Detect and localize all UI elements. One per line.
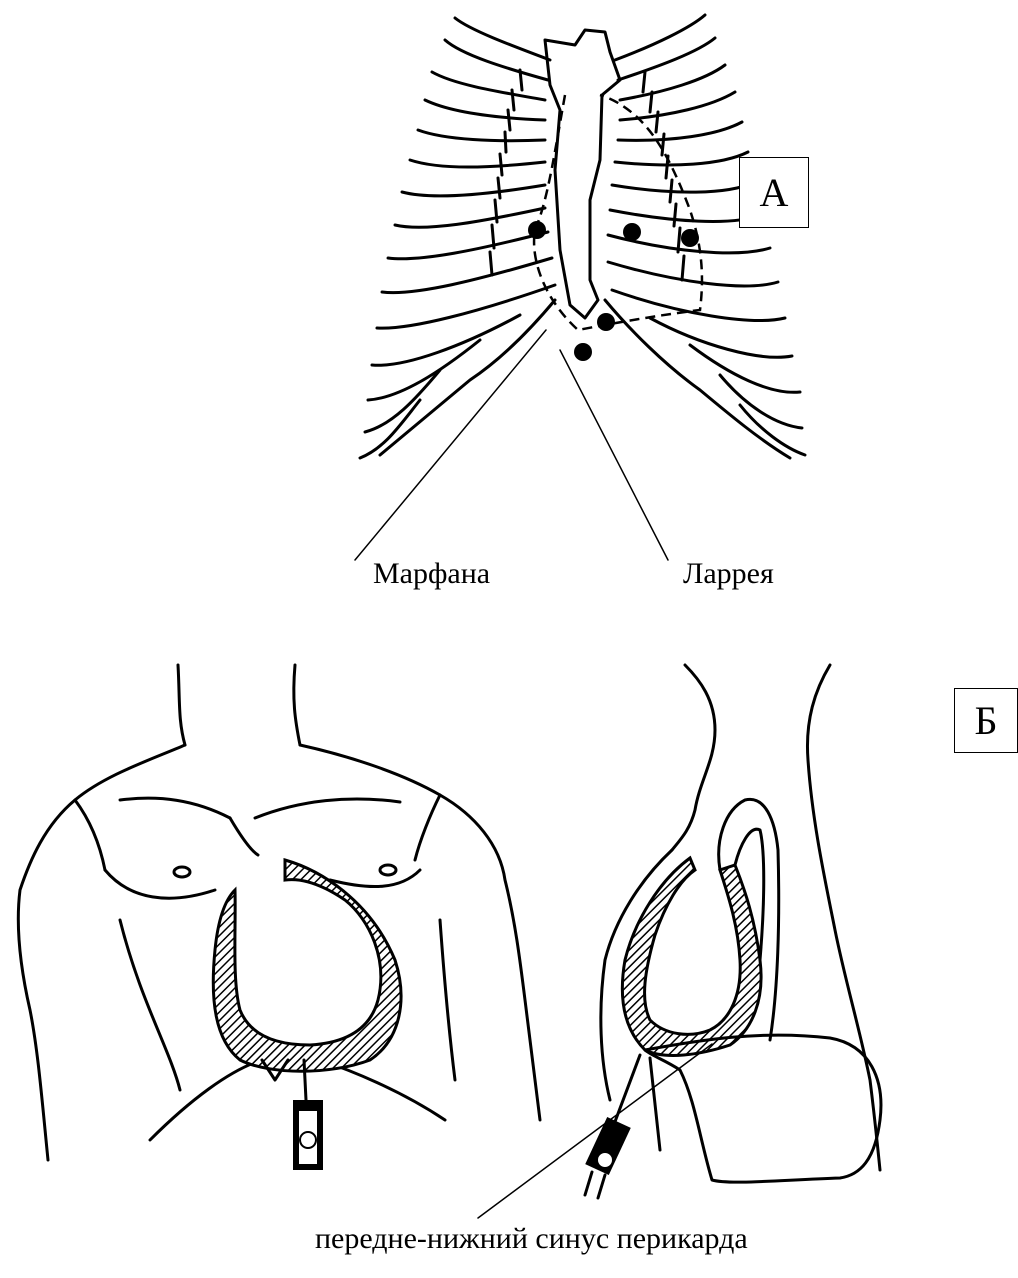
pericardium-lateral <box>622 858 761 1055</box>
nipple <box>174 867 190 877</box>
torso-side-view <box>478 665 881 1218</box>
marfan-label: Марфана <box>373 557 490 591</box>
panel-a-label: А <box>739 157 809 228</box>
puncture-point <box>528 221 546 239</box>
left-costal-cartilages <box>490 70 522 275</box>
sinus-leader-line <box>478 1044 712 1218</box>
right-costal-cartilages <box>643 72 684 280</box>
panel-b-label: Б <box>954 688 1018 753</box>
torso-front-view <box>18 665 540 1170</box>
sternum <box>545 30 620 318</box>
puncture-point-larrey <box>574 343 592 361</box>
pericardial-sinus-label: передне-нижний синус перикарда <box>315 1222 748 1256</box>
pericardium <box>213 860 401 1071</box>
puncture-point <box>623 223 641 241</box>
puncture-point <box>681 229 699 247</box>
nipple <box>380 865 396 875</box>
rib-cage-diagram <box>355 15 805 560</box>
puncture-point <box>597 313 615 331</box>
larrey-leader-line <box>560 350 668 560</box>
syringe-side <box>585 1055 660 1198</box>
larrey-label: Ларрея <box>683 557 774 591</box>
syringe-front <box>293 1060 323 1170</box>
left-ribs <box>360 18 555 458</box>
